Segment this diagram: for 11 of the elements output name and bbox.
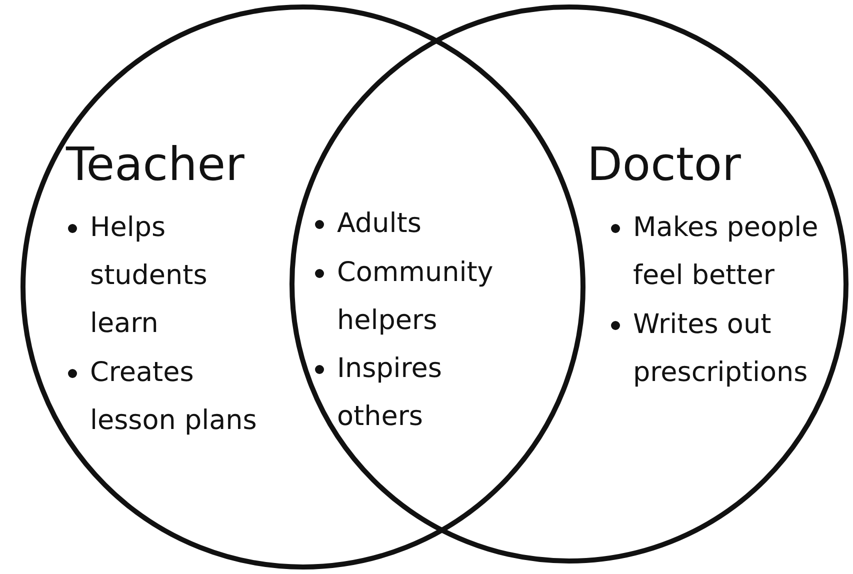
list-item: Writes out prescriptions [633, 308, 809, 390]
list-item: Creates lesson plans [90, 356, 258, 438]
set-heading: Doctor [587, 138, 741, 190]
venn-circle [20, 4, 586, 570]
list-item: Community helpers [337, 256, 494, 338]
list-item: Adults [337, 207, 422, 241]
venn-circle [289, 4, 849, 564]
list-item: Makes people feel better [633, 211, 820, 293]
list-item: Helps students learn [90, 211, 208, 341]
list-item: Inspires others [337, 352, 443, 434]
set-heading: Teacher [66, 138, 244, 190]
